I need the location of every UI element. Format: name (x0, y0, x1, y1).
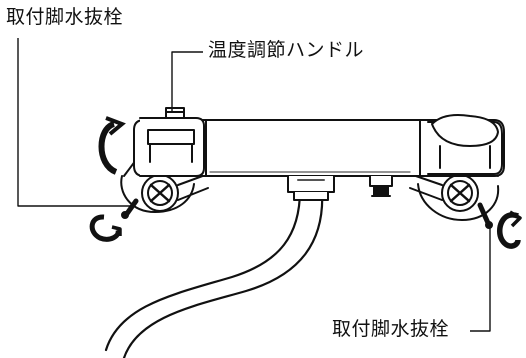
label-drain-plug-left: 取付脚水抜栓 (6, 6, 124, 28)
label-drain-plug-right: 取付脚水抜栓 (332, 318, 450, 340)
rotate-arrow-left-plug-icon (89, 214, 122, 242)
drain-plug-right (477, 202, 493, 229)
hose-connector (287, 175, 335, 201)
leader-top-left (17, 38, 132, 207)
leader-bottom-right (470, 224, 491, 332)
leader-lines (17, 38, 491, 332)
shower-hose (104, 188, 324, 358)
outlet-nut (369, 175, 393, 197)
rotate-arrow-right-plug-icon (496, 210, 522, 249)
label-temperature-handle: 温度調節ハンドル (208, 39, 365, 61)
faucet-body (133, 107, 505, 177)
left-mounting-leg (120, 159, 209, 213)
rotate-arrow-handle-icon (98, 116, 126, 175)
drain-plug-left (121, 198, 139, 219)
leader-handle (171, 51, 203, 112)
